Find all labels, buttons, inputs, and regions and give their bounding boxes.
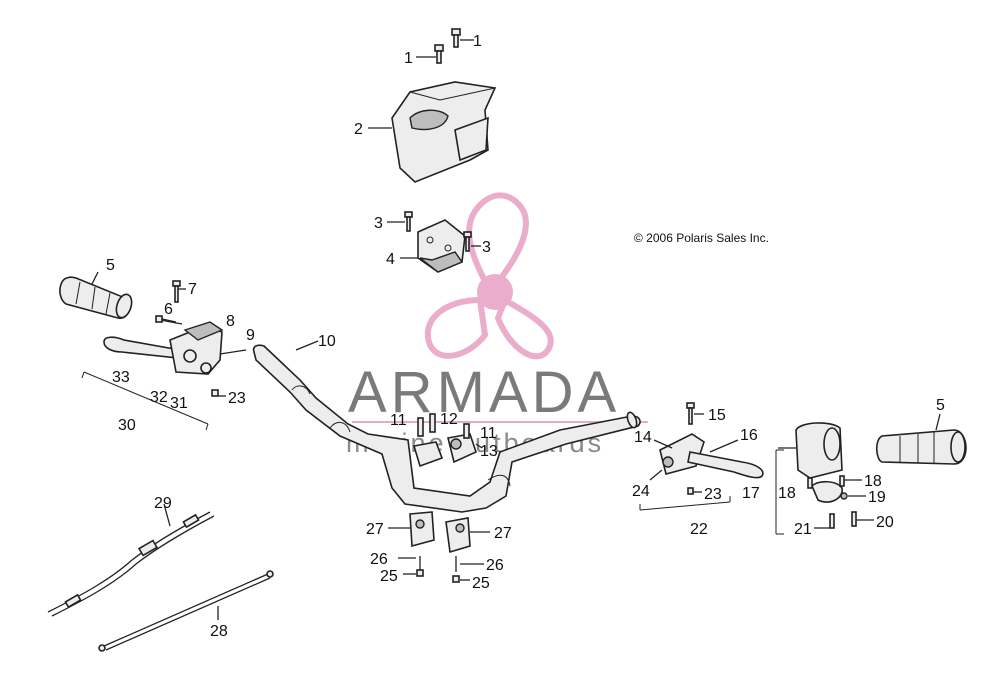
callout-18: 18 (778, 485, 796, 502)
bolt-part-1-lower (416, 44, 444, 64)
callout-14: 14 (634, 429, 652, 446)
copyright-text: © 2006 Polaris Sales Inc. (634, 231, 769, 245)
bolt-part-15 (686, 402, 704, 425)
switch-housing-part-17 (775, 422, 874, 535)
callout-27: 27 (494, 525, 512, 542)
brake-cable-part-28 (98, 570, 274, 652)
callout-3: 3 (374, 215, 383, 232)
callout-27: 27 (366, 521, 384, 538)
callout-20: 20 (876, 514, 894, 531)
callout-24: 24 (632, 483, 650, 500)
callout-28: 28 (210, 623, 228, 640)
callout-25: 25 (380, 568, 398, 585)
callout-10: 10 (318, 333, 336, 350)
callout-19: 19 (868, 489, 886, 506)
throttle-cable-part-29 (47, 503, 215, 617)
callout-labels: 1 1 2 3 3 4 5 5 6 7 8 9 10 11 11 12 13 1… (106, 33, 945, 640)
callout-6: 6 (164, 301, 173, 318)
callout-26: 26 (370, 551, 388, 568)
callout-26: 26 (486, 557, 504, 574)
callout-1: 1 (473, 33, 482, 50)
callout-25: 25 (472, 575, 490, 592)
callout-4: 4 (386, 251, 395, 268)
callout-21: 21 (794, 521, 812, 538)
callout-32: 32 (150, 389, 168, 406)
callout-11: 11 (480, 425, 497, 442)
right-grip-part-5 (875, 413, 967, 465)
callout-11: 11 (390, 412, 407, 429)
upper-clamp-right-part-13 (447, 423, 483, 464)
bolt-part-1-upper (451, 28, 474, 48)
callout-33: 33 (112, 369, 130, 386)
callout-12: 12 (440, 411, 458, 428)
screw-part-6 (155, 315, 177, 323)
callout-9: 9 (246, 327, 255, 344)
callout-23: 23 (704, 486, 722, 503)
armada-propeller-logo (425, 192, 554, 360)
callout-13: 13 (480, 443, 498, 460)
left-grip-part-5 (59, 271, 133, 320)
callout-3: 3 (482, 239, 491, 256)
callout-2: 2 (354, 121, 363, 138)
watermark-brand: ARMADA (348, 360, 620, 425)
mounting-bracket-part-4 (400, 219, 466, 273)
left-brake-lever-assembly-part-30 (81, 319, 247, 431)
right-lever-assembly-part-22 (639, 433, 764, 511)
callout-7: 7 (188, 281, 197, 298)
callout-23: 23 (228, 390, 246, 407)
bolt-part-7 (172, 280, 186, 303)
riser-left-part-27 (388, 511, 435, 577)
callout-17: 17 (742, 485, 760, 502)
bolt-part-3-left (387, 211, 413, 232)
handlebar-part-10 (252, 340, 641, 513)
upper-clamp-left-part-12 (412, 413, 444, 468)
riser-right-part-27 (445, 517, 490, 583)
callout-15: 15 (708, 407, 726, 424)
callout-5: 5 (936, 397, 945, 414)
callout-31: 31 (170, 395, 188, 412)
callout-22: 22 (690, 521, 708, 538)
callout-8: 8 (226, 313, 235, 330)
callout-16: 16 (740, 427, 758, 444)
callout-5: 5 (106, 257, 115, 274)
callout-1: 1 (404, 50, 413, 67)
callout-29: 29 (154, 495, 172, 512)
bolt-part-3-right (463, 231, 481, 252)
callout-30: 30 (118, 417, 136, 434)
handlebar-cover-part-2 (368, 81, 497, 183)
callout-18: 18 (864, 473, 882, 490)
